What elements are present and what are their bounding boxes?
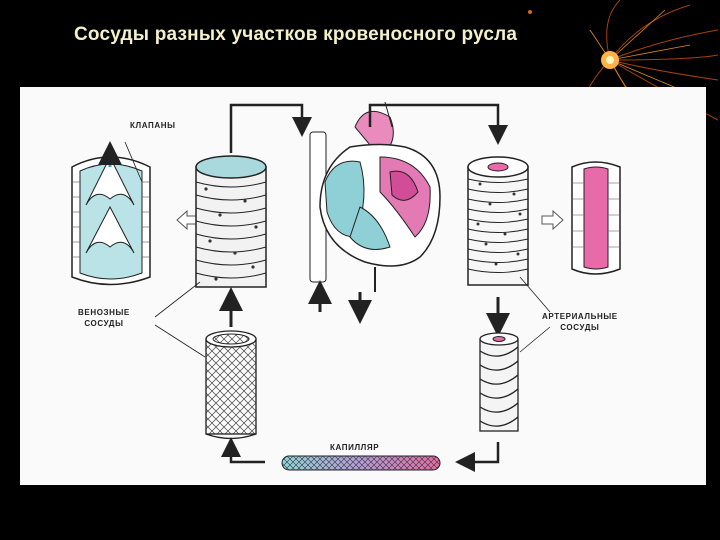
capillary-icon — [281, 455, 441, 471]
diagram-panel: КЛАПАНЫ ВЕНОЗНЫЕ СОСУДЫ АРТЕРИАЛЬНЫЕ СОС… — [20, 87, 706, 485]
slide-title: Сосуды разных участков кровеносного русл… — [74, 24, 518, 45]
arterial-label-line2: СОСУДЫ — [560, 323, 600, 332]
arrow-icon — [455, 442, 500, 472]
circulation-diagram — [71, 101, 621, 472]
arteriole-coil-icon — [479, 332, 519, 432]
arrow-icon — [541, 209, 564, 231]
artery-segment-icon — [467, 156, 529, 286]
venous-label-line1: ВЕНОЗНЫЕ — [78, 308, 130, 317]
valves-pointer — [124, 141, 143, 183]
vein-valves-icon — [71, 141, 151, 286]
arterial-label-line1: АРТЕРИАЛЬНЫЕ — [542, 312, 618, 321]
arterial-vessels-label: АРТЕРИАЛЬНЫЕ СОСУДЫ — [542, 311, 618, 333]
arrow-icon — [229, 103, 312, 153]
arrow-icon — [176, 209, 199, 231]
heart-icon — [309, 101, 441, 292]
venous-label-line2: СОСУДЫ — [84, 319, 124, 328]
arrow-icon — [368, 103, 508, 145]
vein-segment-icon — [195, 155, 267, 288]
capillary-label: КАПИЛЛЯР — [330, 443, 380, 452]
venule-mesh-icon — [205, 330, 257, 440]
valves-label: КЛАПАНЫ — [130, 121, 176, 130]
arrow-icon — [221, 437, 265, 464]
venous-vessels-label: ВЕНОЗНЫЕ СОСУДЫ — [78, 307, 130, 329]
artery-cutaway-icon — [571, 161, 621, 275]
